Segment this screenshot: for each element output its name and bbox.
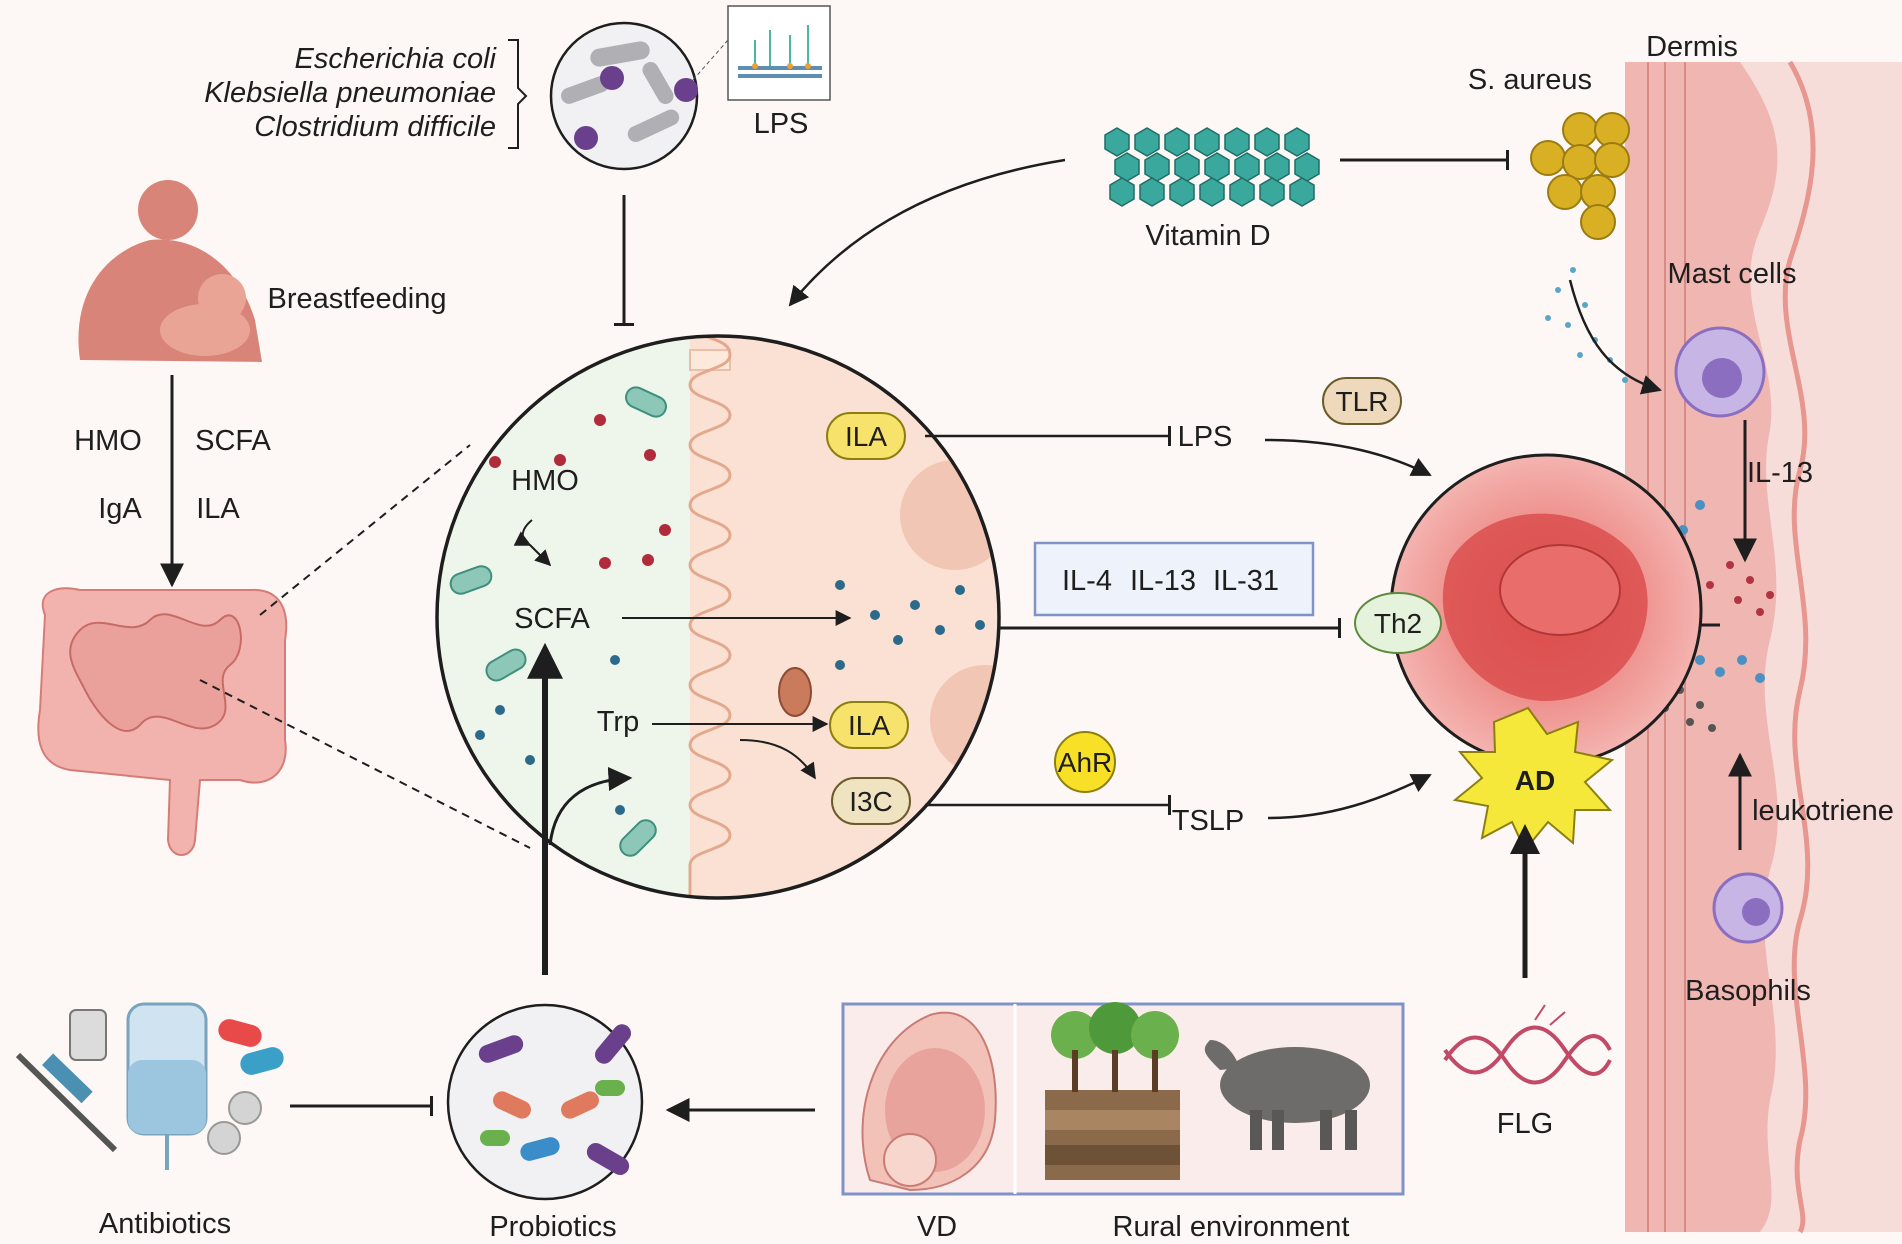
iga-source-label: IgA [98,493,142,525]
antibiotics-label: Antibiotics [99,1208,231,1240]
mast-cells-label: Mast cells [1668,258,1797,290]
ila-top-label: ILA [845,421,887,452]
tslp-label: TSLP [1172,805,1245,837]
cow-icon [1204,1040,1370,1150]
ila-mid-pill: ILA [829,701,909,749]
tlr-pill: TLR [1322,377,1402,425]
trp-to-i3c-arrow [739,739,816,780]
th2-label: Th2 [1374,608,1422,639]
il13-skin-label: IL-13 [1747,457,1813,489]
hmo-to-scfa-arrow-1 [513,519,533,546]
scfa-gut-label: SCFA [514,603,590,635]
mast-cell-icon [1545,267,1766,418]
ad-label: AD [1515,765,1555,796]
cytokine-il13: IL-13 [1130,565,1196,597]
scfa-source-label: SCFA [195,425,271,457]
flg-dna-icon [1443,1004,1612,1085]
probiotics-label: Probiotics [489,1211,616,1243]
ad-lesion [1389,453,1703,767]
basophil-icon [1712,872,1784,944]
vitamin-d-icon [1104,127,1320,207]
ila-mid-label: ILA [848,710,890,741]
probiotics-curve-arrow [548,766,633,846]
lps-mid-label: LPS [1178,421,1233,453]
ila-source-label: ILA [196,493,240,525]
cytokine-il31: IL-31 [1213,565,1279,597]
vaginal-delivery-icon [861,1011,997,1192]
bacteria-circle [549,21,699,171]
probiotics-circle [446,1003,644,1201]
zoom-line-top [259,444,471,616]
trp-label: Trp [597,706,639,738]
bacteria-name-1: Klebsiella pneumoniae [204,77,496,109]
hmo-gut-label: HMO [511,465,579,497]
bacteria-name-2: Clostridium difficile [254,111,496,143]
tlr-label: TLR [1336,386,1389,417]
lps-to-ad-arrow [1264,438,1432,477]
mast-cell-arrow [1568,279,1662,395]
ila-top-pill: ILA [826,412,906,460]
antibiotics-icon [15,1002,284,1170]
rural-environment-icon [1045,1002,1180,1180]
cytokine-il4: IL-4 [1062,565,1112,597]
breastfeeding-icon [78,180,262,362]
tslp-to-ad-arrow [1267,773,1432,820]
flg-label: FLG [1497,1108,1553,1140]
rural-label: Rural environment [1113,1211,1350,1243]
intestine-icon [37,587,288,856]
s-aureus-label: S. aureus [1468,64,1592,96]
breastfeeding-label: Breastfeeding [268,283,447,315]
bacteria-name-0: Escherichia coli [295,43,498,75]
vitamin-d-label: Vitamin D [1145,220,1270,252]
cytokine-box: IL-4 IL-13 IL-31 [1033,541,1315,617]
vd-label: VD [917,1211,957,1243]
s-aureus-icon [1530,112,1630,240]
leukotriene-label: leukotriene [1752,795,1894,827]
th2-cell: Th2 [1354,592,1442,654]
vitd-to-gut-arrow [788,158,1066,307]
hmo-source-label: HMO [74,425,142,457]
i3c-pill: I3C [831,777,911,825]
basophils-label: Basophils [1685,975,1811,1007]
bacteria-names: Escherichia coli Klebsiella pneumoniae C… [204,39,528,149]
ahr-badge: AhR [1054,731,1116,793]
dermis-label: Dermis [1646,31,1738,63]
hmo-to-scfa-arrow-2 [529,544,552,567]
lps-structure-icon [692,5,831,101]
i3c-label: I3C [849,786,893,817]
lps-top-label: LPS [754,108,809,140]
ahr-label: AhR [1058,747,1112,778]
zoom-line-bottom [199,679,531,849]
